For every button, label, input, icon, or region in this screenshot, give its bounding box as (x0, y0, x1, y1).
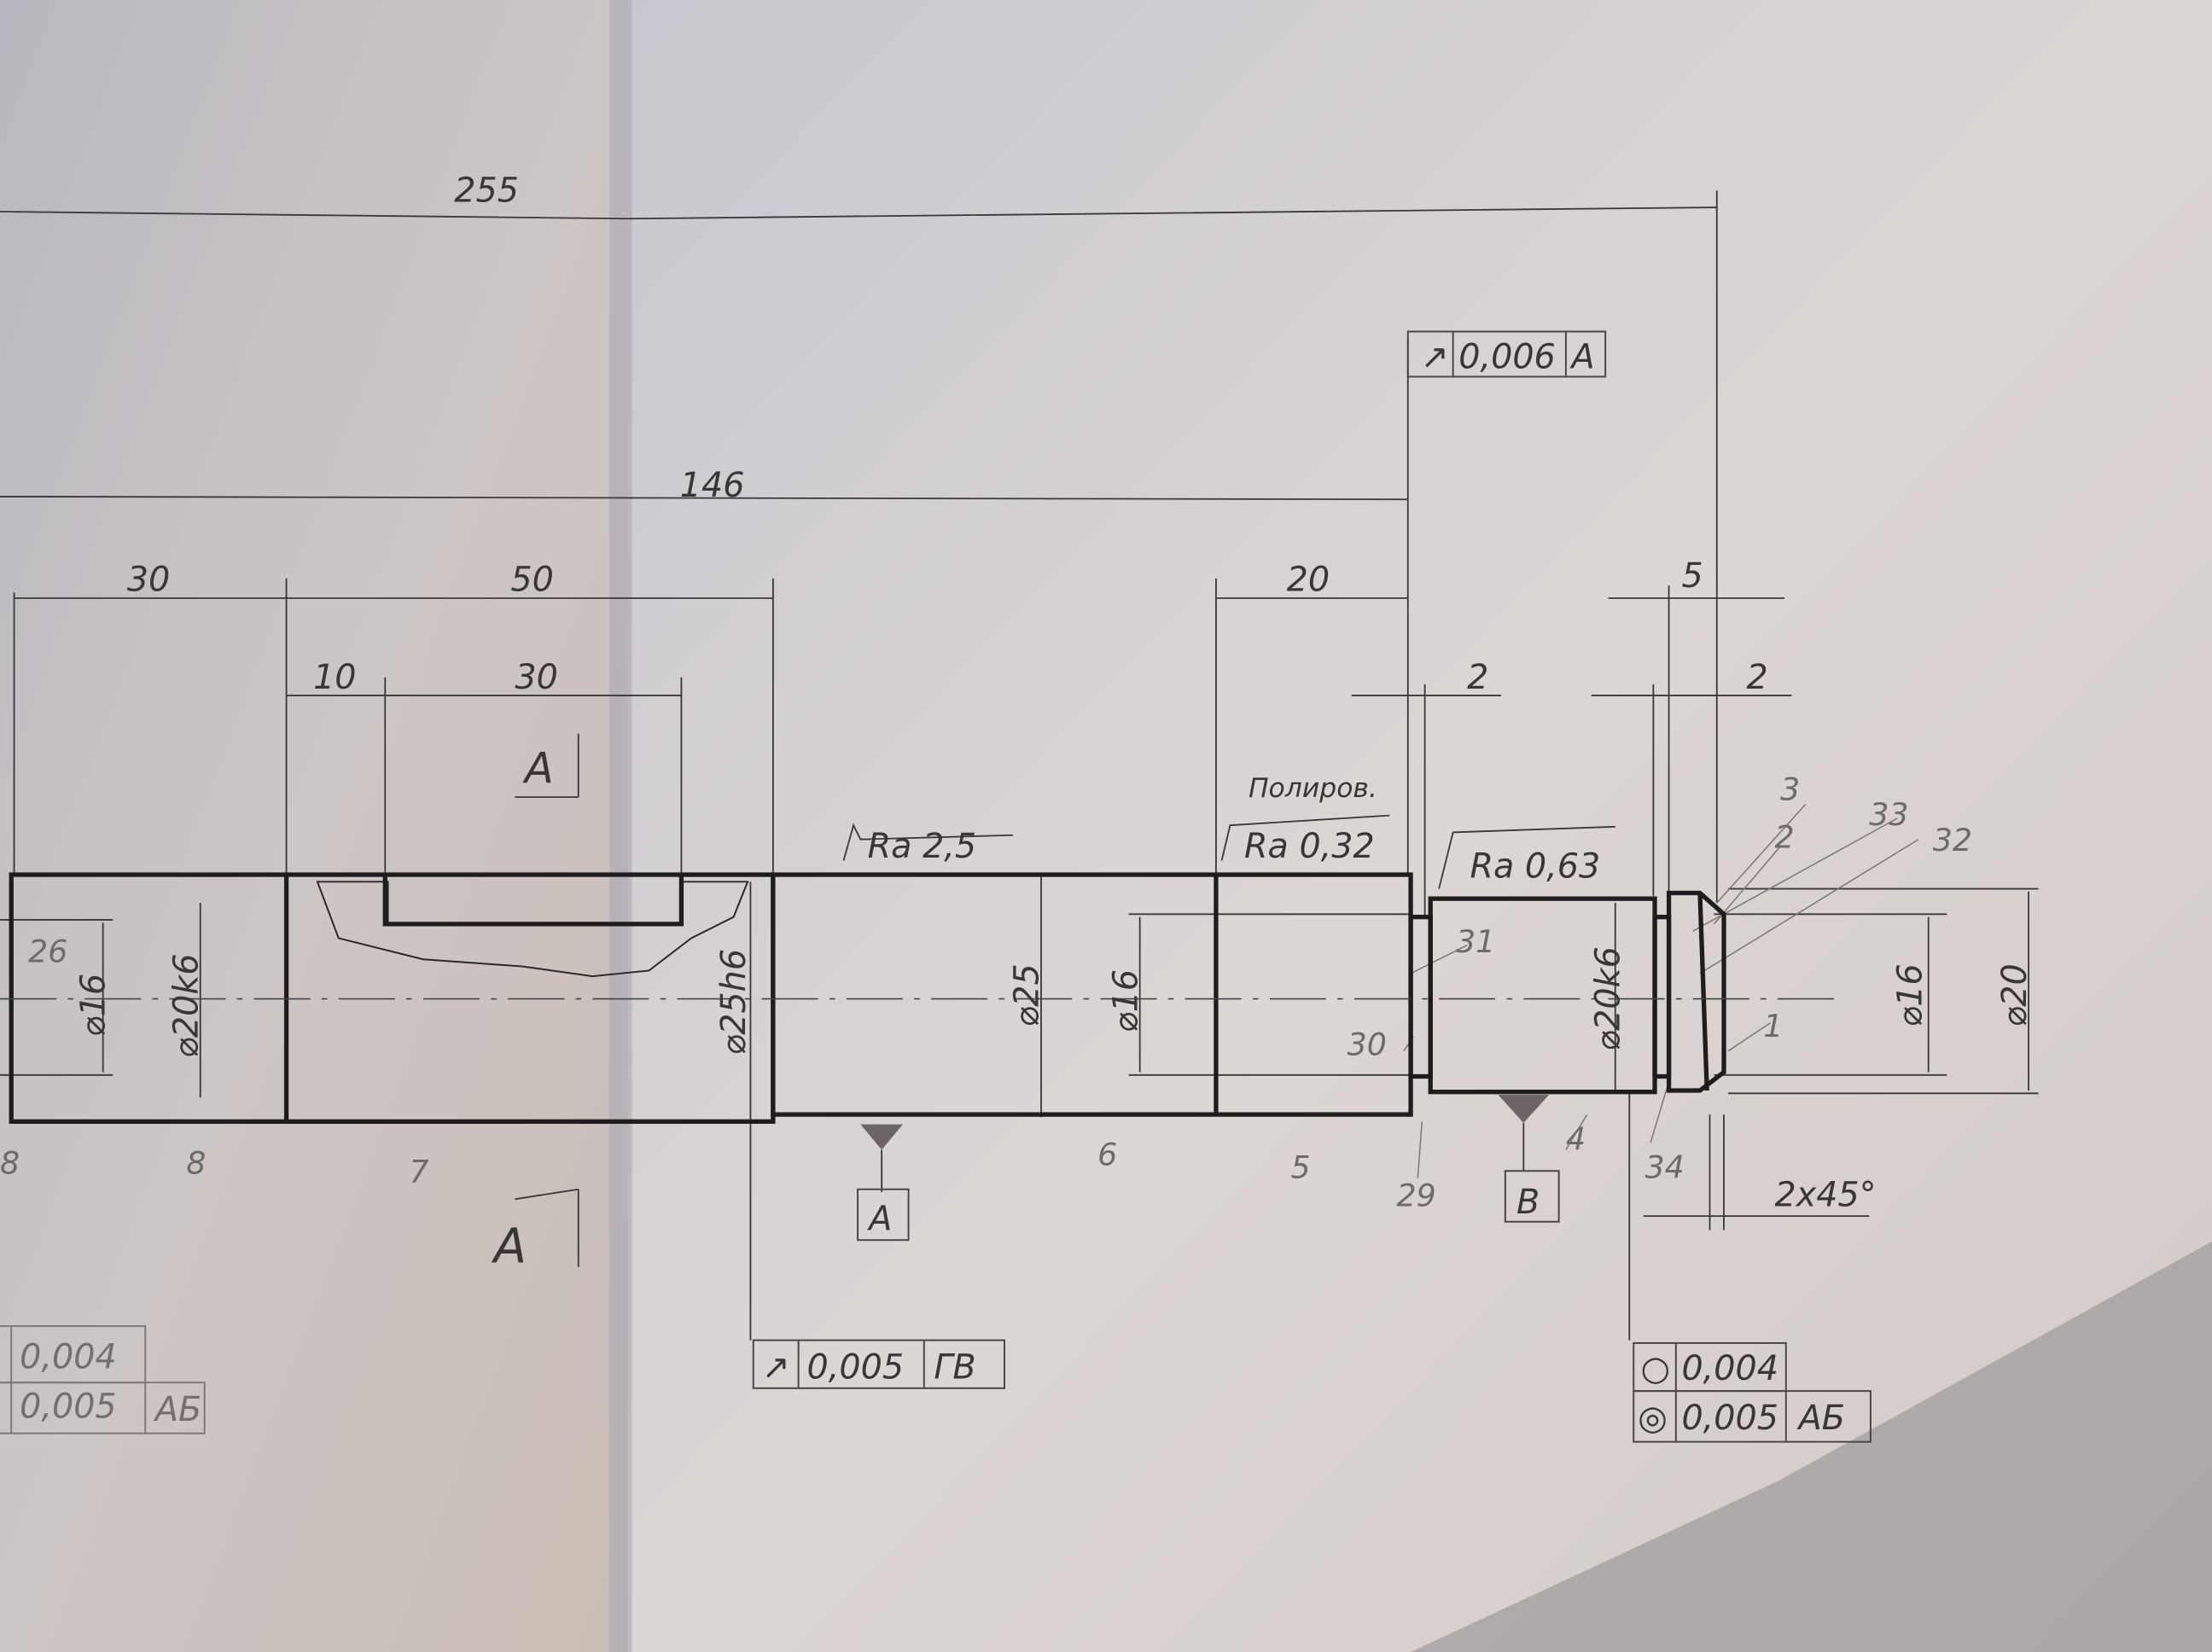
dimension-lines (0, 190, 2039, 1341)
tolerance-datum: АБ (153, 1390, 201, 1429)
tolerance-datum: A (1569, 338, 1595, 377)
datum-a-label: A (866, 1200, 892, 1239)
dia-25h6: ⌀25h6 (714, 949, 754, 1056)
dia-20k6-left: ⌀20k6 (166, 953, 206, 1058)
dia-16-right: ⌀16 (1890, 963, 1930, 1027)
surface-number: 30 (1348, 1027, 1387, 1063)
dim-chamfer: 2x45° (1775, 1176, 1877, 1215)
dim-2-a: 2 (1467, 658, 1488, 697)
dia-16-mid: ⌀16 (1106, 969, 1145, 1032)
tolerance-value: 0,006 (1458, 338, 1556, 377)
dim-30-left: 30 (127, 561, 170, 600)
roughness-ra-0-32: Ra 0,32 (1244, 827, 1375, 866)
roughness-ra-0-63: Ra 0,63 (1470, 846, 1600, 886)
dia-20-right: ⌀20 (1995, 963, 2034, 1027)
tolerance-datum: АБ (1796, 1399, 1845, 1438)
dim-20: 20 (1287, 561, 1330, 600)
dia-20k6-right: ⌀20k6 (1589, 946, 1628, 1051)
paper-right-page (627, 0, 2212, 1652)
surface-number: 31 (1456, 923, 1495, 960)
section-label-bottom: A (492, 1219, 527, 1275)
dim-146: 146 (680, 466, 745, 505)
shadow (1411, 1241, 2212, 1652)
roundness-icon: ○ (1641, 1349, 1671, 1388)
paper-left-page (0, 0, 628, 1652)
runout-icon: ↗ (762, 1347, 790, 1387)
surface-number: 2 (1775, 819, 1795, 856)
surface-number: 29 (1397, 1178, 1436, 1214)
surface-number: 34 (1644, 1149, 1684, 1185)
dim-5: 5 (1681, 556, 1703, 596)
surface-number: 26 (28, 934, 67, 970)
runout-icon: ↗ (1421, 338, 1449, 377)
dim-2-b: 2 (1746, 658, 1767, 697)
dim-10: 10 (313, 658, 356, 697)
datum-b-label: B (1516, 1183, 1540, 1222)
coaxiality-icon: ◎ (1638, 1399, 1668, 1438)
surface-number: 1 (1763, 1008, 1783, 1044)
tolerance-frame-right: ○ 0,004 ◎ 0,005 АБ (1633, 1341, 1871, 1443)
tolerance-frame-top: ↗ 0,006 A (1406, 330, 1607, 378)
surface-number: 8 (186, 1145, 206, 1182)
surface-numbers: 26 8 8 7 6 5 29 4 34 3 2 33 32 31 30 1 (0, 771, 1972, 1213)
surface-number: 7 (409, 1153, 428, 1190)
dia-25: ⌀25 (1008, 963, 1047, 1027)
tolerance-frame-middle: ↗ 0,005 ГВ (752, 1339, 1005, 1389)
section-label-top: A (522, 744, 554, 794)
surface-number: 5 (1291, 1149, 1311, 1185)
surface-number: 4 (1566, 1120, 1586, 1157)
tolerance-value: 0,005 (1681, 1399, 1778, 1438)
tolerance-value: 0,004 (1681, 1349, 1778, 1388)
tolerance-frame-left-partial: 0,004 0,005 АБ (0, 1325, 206, 1434)
surface-number: 3 (1780, 771, 1800, 807)
shaft-outline (0, 733, 1834, 1267)
polish-note: Полиров. (1249, 773, 1377, 804)
surface-number: 33 (1869, 796, 1908, 833)
paper-fold (609, 0, 632, 1652)
tolerance-datum: ГВ (934, 1347, 975, 1387)
tolerance-value: 0,005 (807, 1347, 905, 1387)
surface-number: 8 (0, 1145, 20, 1182)
surface-number: 32 (1933, 822, 1972, 858)
tolerance-value: 0,004 (20, 1338, 117, 1377)
dim-50: 50 (510, 561, 553, 600)
tolerance-value: 0,005 (20, 1387, 117, 1427)
dim-keyway-30: 30 (515, 658, 557, 697)
dim-255: 255 (454, 171, 519, 210)
surface-number: 6 (1097, 1137, 1117, 1173)
datum-a-triangle (860, 1124, 903, 1150)
dimension-labels: 255 146 30 50 10 30 20 5 2 2 2x45° ⌀16 ⌀… (73, 171, 2034, 1274)
dia-16-left: ⌀16 (73, 974, 113, 1037)
datum-b-triangle (1498, 1094, 1550, 1124)
roughness-ra-2-5: Ra 2,5 (868, 827, 977, 866)
